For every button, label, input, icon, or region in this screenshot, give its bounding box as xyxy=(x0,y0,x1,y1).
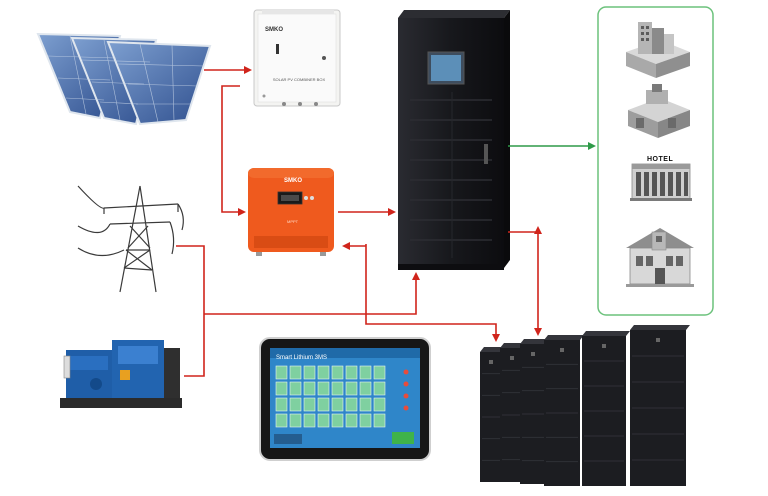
screen-tile xyxy=(345,397,358,412)
screen-tile xyxy=(275,381,288,396)
screen-tile xyxy=(331,397,344,412)
loads-panel xyxy=(597,6,714,316)
screen-tile xyxy=(373,381,386,396)
screen-tile xyxy=(317,397,330,412)
screen-tile xyxy=(373,413,386,428)
diesel-generator xyxy=(60,340,182,408)
screen-tile xyxy=(345,381,358,396)
screen-tile xyxy=(275,365,288,380)
connection-lines xyxy=(176,66,596,377)
battery-rack xyxy=(544,335,584,486)
controller-brand-label: SMKO xyxy=(284,178,302,184)
screen-tile xyxy=(359,397,372,412)
screen-tile xyxy=(359,381,372,396)
combiner-box-label: SOLAR PV COMBINER BOX xyxy=(272,77,326,82)
screen-tile xyxy=(289,365,302,380)
house-building-icon xyxy=(626,228,694,287)
pv-combiner-box xyxy=(253,9,341,107)
battery-rack xyxy=(582,331,630,486)
mppt-charge-controller xyxy=(248,168,334,256)
screen-tile xyxy=(317,365,330,380)
screen-tile xyxy=(331,381,344,396)
screen-tile xyxy=(303,381,316,396)
grid-bus-to-inverter-arrow xyxy=(204,272,420,315)
battery-rack xyxy=(520,339,550,484)
screen-tile xyxy=(331,365,344,380)
screen-tile xyxy=(289,397,302,412)
screen-tile xyxy=(345,365,358,380)
screen-tile-grid xyxy=(275,365,386,428)
combiner-brand-label: SMKO xyxy=(265,27,283,33)
screen-tile xyxy=(373,397,386,412)
touch-screen-monitor xyxy=(259,337,431,461)
screen-tile xyxy=(317,381,330,396)
shop-building-icon xyxy=(628,84,690,138)
hotel-building-icon xyxy=(630,163,692,201)
battery-rack-group xyxy=(480,325,690,486)
screen-tile xyxy=(317,413,330,428)
controller-battery-arrow xyxy=(365,244,500,342)
office-building-icon xyxy=(626,22,690,78)
hotel-sign-label: HOTEL xyxy=(647,156,674,163)
combiner-to-controller-arrow xyxy=(221,85,246,216)
screen-tile xyxy=(303,365,316,380)
screen-tile xyxy=(275,413,288,428)
screen-tile xyxy=(275,397,288,412)
solar-panel-array xyxy=(36,32,212,126)
screen-tile xyxy=(289,381,302,396)
inverter-cabinet xyxy=(398,10,510,270)
power-grid-tower xyxy=(77,185,184,293)
screen-tile xyxy=(331,413,344,428)
battery-rack xyxy=(480,347,506,482)
battery-rack xyxy=(630,325,690,486)
controller-mppt-label: MPPT xyxy=(287,219,299,224)
grid-generator-to-inverter-arrow xyxy=(176,245,205,377)
screen-tile xyxy=(289,413,302,428)
screen-tile xyxy=(345,413,358,428)
screen-tile xyxy=(359,413,372,428)
screen-tile xyxy=(303,413,316,428)
screen-title-label: Smart Lithium 3MS xyxy=(276,355,328,361)
screen-tile xyxy=(373,365,386,380)
screen-tile xyxy=(303,397,316,412)
screen-tile xyxy=(359,365,372,380)
